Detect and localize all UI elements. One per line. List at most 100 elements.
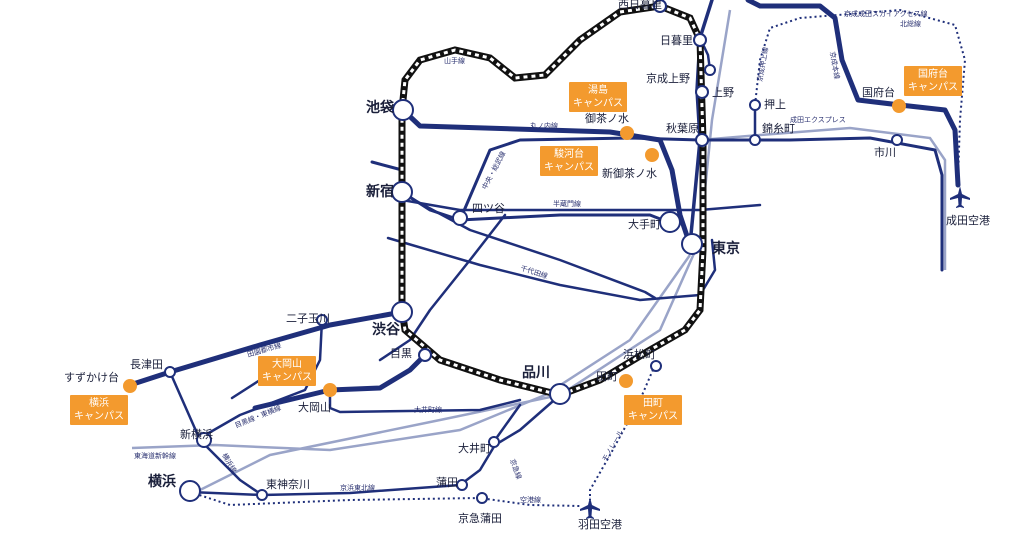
station-marker[interactable] [456, 479, 468, 491]
campus-label-yokohama[interactable]: 横浜 キャンパス [70, 395, 128, 425]
namboku-line [378, 213, 507, 362]
yokohama-line [168, 370, 264, 497]
monorail-line [589, 364, 656, 500]
station-marker[interactable] [179, 480, 201, 502]
station-marker[interactable] [693, 33, 707, 47]
station-marker[interactable] [392, 99, 414, 121]
campus-name: 横浜 [89, 398, 109, 409]
station-marker[interactable] [476, 492, 488, 504]
skyaccess-line [754, 8, 967, 181]
station-marker[interactable] [391, 181, 413, 203]
station-label: 大井町 [458, 441, 491, 455]
station-marker[interactable] [653, 0, 667, 13]
narita-express-line [699, 126, 947, 270]
station-marker[interactable] [164, 366, 176, 378]
station-marker[interactable] [749, 99, 761, 111]
station-marker[interactable] [391, 301, 413, 323]
station-marker[interactable] [650, 360, 662, 372]
yamanote-line-dash [400, 4, 705, 397]
station-label: 目黒 [390, 347, 412, 360]
line-label: 丸ノ内線 [530, 121, 558, 130]
meguro-line [328, 388, 522, 414]
station-label: すずかけ台 [64, 370, 119, 384]
station-label: 田町 [596, 370, 618, 383]
airport-line [189, 491, 581, 507]
station-marker[interactable] [418, 348, 432, 362]
station-marker[interactable] [549, 383, 571, 405]
line-label: 山手線 [444, 56, 465, 65]
line-label: 京急線 [508, 458, 524, 481]
station-marker[interactable] [749, 134, 761, 146]
line-label: 中央・総武線 [480, 150, 508, 191]
oimachi-branch [493, 403, 522, 442]
station-marker[interactable] [695, 133, 709, 147]
station-marker[interactable] [659, 211, 681, 233]
station-label: 日暮里 [660, 33, 693, 47]
campus-suffix: キャンパス [628, 411, 678, 422]
campus-dot[interactable] [619, 374, 633, 388]
campus-label-yushima[interactable]: 湯島 キャンパス [569, 82, 627, 112]
station-marker[interactable] [196, 432, 212, 448]
hanzomon-line [400, 198, 762, 212]
campus-dot[interactable] [323, 383, 337, 397]
toyoko-line [198, 318, 324, 440]
station-marker[interactable] [452, 210, 468, 226]
shinjuku-diag-line [403, 193, 657, 300]
station-label: 二子玉川 [286, 312, 330, 325]
station-label: 渋谷 [372, 321, 401, 338]
oimachi-line-thick [252, 352, 428, 411]
campus-suffix: キャンパス [908, 82, 958, 93]
station-label: 長津田 [130, 358, 163, 371]
station-label: 市川 [874, 145, 896, 159]
station-label: 池袋 [366, 99, 395, 116]
line-label: 京成成田スカイアクセス線 [844, 9, 928, 18]
chiyoda-line [386, 236, 717, 302]
station-label: 新宿 [366, 183, 394, 200]
campus-label-ookayama[interactable]: 大岡山 キャンパス [258, 356, 316, 386]
station-labels: 西日暮里 日暮里 京成上野 上野 押上 池袋 御茶ノ水 秋葉原 錦糸町 新御茶ノ… [64, 0, 990, 531]
station-marker[interactable] [316, 314, 328, 326]
campus-label-tamachi[interactable]: 田町 キャンパス [624, 395, 682, 425]
station-marker[interactable] [695, 85, 709, 99]
campus-dot[interactable] [892, 99, 906, 113]
campus-name: 駿河台 [554, 149, 584, 160]
station-label: 大岡山 [298, 400, 331, 414]
station-label: 錦糸町 [762, 121, 795, 135]
keisei-main-line [745, 0, 961, 188]
station-label: 秋葉原 [666, 121, 699, 135]
station-label: 東神奈川 [266, 477, 310, 491]
campus-label-kounodai[interactable]: 国府台 キャンパス [904, 66, 962, 96]
station-label: 西日暮里 [618, 0, 662, 11]
campus-dot[interactable] [620, 126, 634, 140]
line-label: モノレール [601, 429, 625, 463]
station-label: 上野 [712, 86, 734, 99]
station-label: 国府台 [862, 85, 895, 99]
campus-markers [123, 99, 906, 397]
station-label: 羽田空港 [578, 517, 622, 531]
campus-dot[interactable] [645, 148, 659, 162]
airplane-icon [580, 497, 600, 519]
station-marker[interactable] [488, 436, 500, 448]
campus-dot[interactable] [123, 379, 137, 393]
dotted-lines [189, 8, 967, 507]
station-label: 東京 [712, 240, 740, 257]
station-label: 新御茶ノ水 [602, 166, 657, 180]
station-marker[interactable] [681, 233, 703, 255]
den-en-toshi-line [127, 309, 405, 388]
line-label: 大井町線 [414, 405, 442, 414]
campus-suffix: キャンパス [74, 411, 124, 422]
station-label: 京急蒲田 [458, 511, 502, 525]
campus-suffix: キャンパス [544, 162, 594, 173]
station-label: 御茶ノ水 [585, 111, 629, 125]
campus-name: 湯島 [588, 85, 608, 96]
station-marker[interactable] [891, 134, 903, 146]
line-label: 成田エクスプレス [790, 115, 846, 124]
station-markers [164, 0, 903, 504]
station-marker[interactable] [704, 64, 716, 76]
keikyu-line [188, 393, 562, 497]
campus-name: 大岡山 [272, 359, 302, 370]
station-marker[interactable] [256, 489, 268, 501]
campus-suffix: キャンパス [573, 98, 623, 109]
station-label: 浜松町 [623, 347, 656, 361]
campus-label-surugadai[interactable]: 駿河台 キャンパス [540, 146, 598, 176]
